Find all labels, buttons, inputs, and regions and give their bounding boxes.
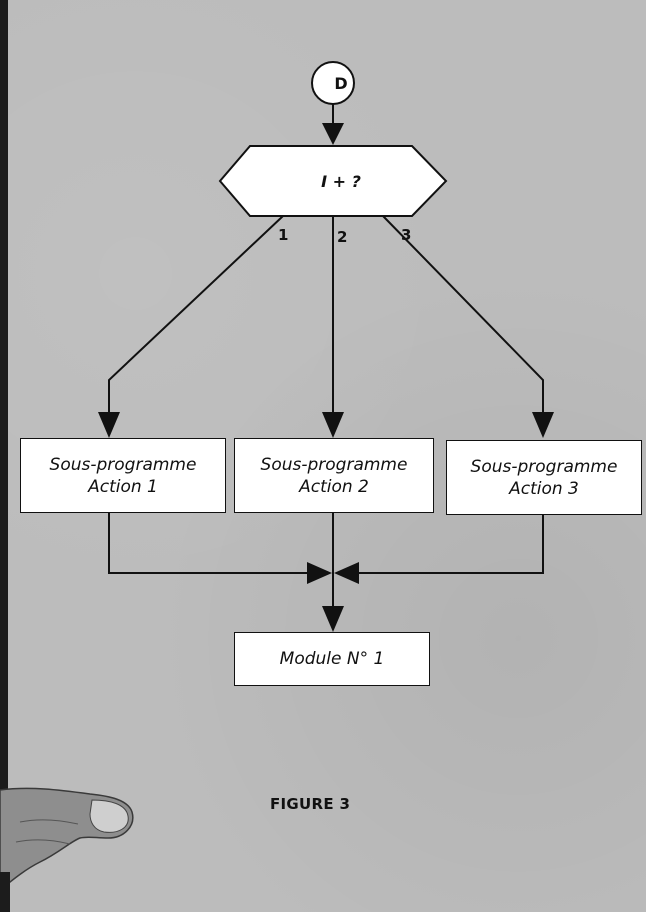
subroutine-1-line1: Sous-programme [49,454,197,475]
start-label: D [334,73,348,93]
merge-left-line [108,511,308,574]
merge-right-line [358,513,544,574]
subroutine-box-2: Sous-programme Action 2 [234,438,434,513]
subroutine-box-3: Sous-programme Action 3 [446,440,642,515]
subroutine-2-line2: Action 2 [299,476,369,497]
branch-1-arrowhead [98,412,120,438]
module-box: Module N° 1 [234,632,430,686]
subroutine-3-line2: Action 3 [509,478,579,499]
flowchart-connectors [98,61,554,632]
subroutine-box-1: Sous-programme Action 1 [20,438,226,513]
branch-3-line [382,215,544,412]
module-arrowhead [322,606,344,632]
decision-node [218,145,448,217]
branch-3-arrowhead [532,412,554,438]
start-to-decision-arrowhead [322,123,344,145]
figure-caption: FIGURE 3 [270,795,351,813]
branch-label-2: 2 [337,228,348,246]
branch-1-line [108,215,284,412]
pointing-hand-image [0,787,134,912]
diagram-page: D I + ? 1 2 3 Sous-programme Action 1 So… [8,0,646,912]
subroutine-3-line1: Sous-programme [470,456,618,477]
merge-right-arrowhead [334,562,359,584]
branch-label-3: 3 [401,226,412,244]
subroutine-2-line1: Sous-programme [260,454,408,475]
module-label: Module N° 1 [279,649,385,669]
merge-left-arrowhead [307,562,332,584]
branch-label-1: 1 [278,226,289,244]
decision-label: I + ? [321,171,361,191]
branch-2-arrowhead [322,412,344,438]
subroutine-1-line2: Action 1 [88,476,158,497]
